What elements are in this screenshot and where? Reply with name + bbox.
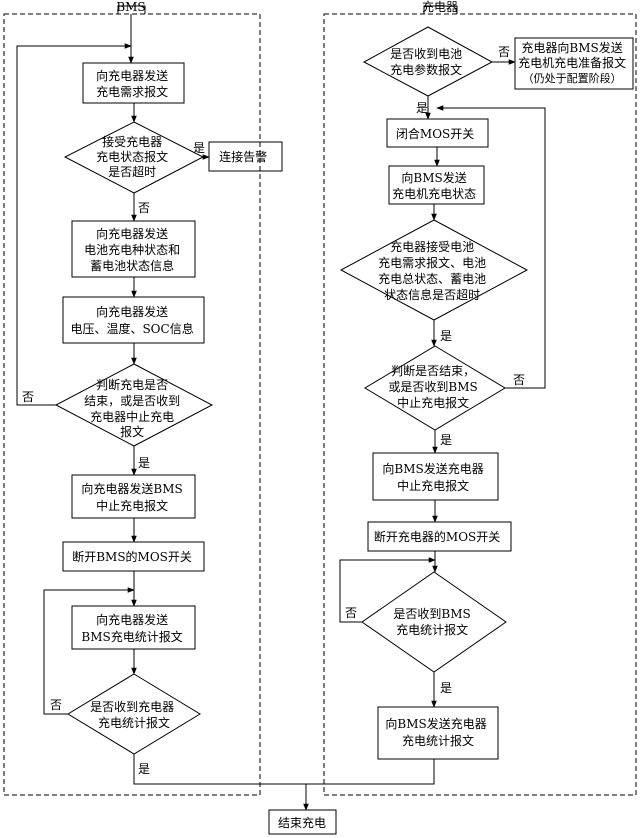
charger-judge-line3: 中止充电报文 xyxy=(397,395,469,410)
charger-recv-stats-no-label: 否 xyxy=(345,606,357,620)
charger-judge-line2: 或是否收到BMS xyxy=(388,380,477,394)
bms-send-stats-line1: 向充电器发送 xyxy=(96,612,168,627)
bms-send-voltage-line2: 电压、温度、SOC信息 xyxy=(70,321,193,336)
bms-timeout-line2: 充电状态报文 xyxy=(96,149,168,164)
charger-timeout-line4: 状态信息是否超时 xyxy=(384,287,480,302)
bms-recv-stats-line1: 是否收到充电器 xyxy=(90,699,174,714)
charger-recv-params-no-label: 否 xyxy=(498,45,510,59)
bms-timeout-line3: 是否超时 xyxy=(108,164,156,179)
bms-judge-line2: 结束，或是否收到 xyxy=(84,394,180,408)
charger-open-mos-box xyxy=(367,521,512,552)
charger-send-stats-box xyxy=(377,706,499,760)
charger-recv-params-yes-label: 是 xyxy=(416,101,428,115)
bms-send-voltage-line1: 向充电器发送 xyxy=(96,304,168,319)
charger-recv-params-line1: 是否收到电池 xyxy=(390,47,462,61)
bms-recv-stats-diamond xyxy=(67,673,201,755)
bms-send-demand-line2: 充电需求报文 xyxy=(96,84,168,99)
bms-recv-stats-yes-label: 是 xyxy=(138,762,150,776)
bms-send-status-line2: 电池充电种状态和 xyxy=(84,242,180,257)
charger-open-mos-label: 断开充电器的MOS开关 xyxy=(374,529,500,544)
bms-lane xyxy=(3,13,261,796)
bms-judge-line3: 充电器中止充电 xyxy=(90,409,174,424)
bms-judge-yes-label: 是 xyxy=(138,456,150,470)
charger-recv-stats-diamond xyxy=(361,571,507,673)
charger-timeout-line1: 充电器接受电池 xyxy=(390,239,474,254)
charger-prep-line3: （仍处于配置阶段） xyxy=(523,71,622,85)
end-label: 结束充电 xyxy=(278,815,326,830)
charger-timeout-diamond xyxy=(339,219,529,321)
charger-prep-line2: 充电机充电准备报文 xyxy=(518,55,626,70)
charger-lane-title: 充电器 xyxy=(422,0,458,14)
charger-timeout-line2: 充电需求报文、电池 xyxy=(378,255,486,270)
charger-send-stats-line2: 充电统计报文 xyxy=(402,733,474,748)
charger-send-state-line1: 向BMS发送 xyxy=(401,170,466,185)
charger-recv-stats-line1: 是否收到BMS xyxy=(393,607,470,621)
charger-timeout-line3: 充电总状态、蓄电池 xyxy=(378,271,486,286)
charger-lane xyxy=(323,13,637,796)
bms-send-demand-line1: 向充电器发送 xyxy=(96,68,168,83)
bms-recv-stats-no-label: 否 xyxy=(50,698,62,712)
bms-send-voltage-box xyxy=(62,296,205,344)
charger-prep-line1: 充电器向BMS发送 xyxy=(521,40,622,55)
bms-send-status-line1: 向充电器发送 xyxy=(96,226,168,241)
charger-send-state-line2: 充电机充电状态 xyxy=(392,186,476,201)
charger-send-stop-line2: 中止充电报文 xyxy=(397,478,469,493)
bms-timeout-yes-label: 是 xyxy=(193,141,205,155)
charger-timeout-yes-label: 是 xyxy=(440,329,452,343)
bms-send-stop-line1: 向充电器发送BMS xyxy=(81,481,182,496)
charger-judge-yes-label: 是 xyxy=(440,433,452,447)
bms-send-status-line3: 蓄电池状态信息 xyxy=(90,258,174,273)
bms-send-stats-line2: BMS充电统计报文 xyxy=(81,629,182,644)
charger-recv-params-line2: 充电参数报文 xyxy=(390,62,462,77)
bms-send-stop-line2: 中止充电报文 xyxy=(96,498,168,513)
charger-close-mos-label: 闭合MOS开关 xyxy=(396,126,474,141)
charger-judge-no-label: 否 xyxy=(513,373,525,387)
charger-recv-params-diamond xyxy=(362,26,494,97)
charger-recv-stats-line2: 充电统计报文 xyxy=(396,622,468,637)
svg-text:是否收到电池 充电参数报文 充电器向BMS发: 是否收到电池 充电参数报文 充电器向BMS发送 充电机充电准备报文 （仍处于配置… xyxy=(374,40,630,748)
bms-timeout-no-label: 否 xyxy=(138,201,150,215)
bms-judge-line1: 判断充电是否 xyxy=(96,377,168,392)
charger-send-stop-line1: 向BMS发送充电器 xyxy=(382,461,483,476)
bms-judge-line4: 报文 xyxy=(120,424,144,439)
bms-lane-title: BMS xyxy=(116,0,145,14)
charger-send-stats-line1: 向BMS发送充电器 xyxy=(385,716,486,731)
svg-text:向充电器发送 充电需求报文 接受充电器: 向充电器发送 充电需求报文 接受充电器 充电状态报文 是否超时 连接告警 向充电… xyxy=(70,68,270,730)
bms-open-mos-label: 断开BMS的MOS开关 xyxy=(72,549,192,564)
bms-timeout-line1: 接受充电器 xyxy=(102,134,162,149)
bms-recv-stats-line2: 充电统计报文 xyxy=(98,715,170,730)
end-box xyxy=(268,809,337,835)
bms-alarm-label: 连接告警 xyxy=(219,149,267,164)
charger-judge-line1: 判断是否结束， xyxy=(391,363,475,378)
bms-judge-no-label: 否 xyxy=(22,390,34,404)
charger-recv-stats-yes-label: 是 xyxy=(440,681,452,695)
